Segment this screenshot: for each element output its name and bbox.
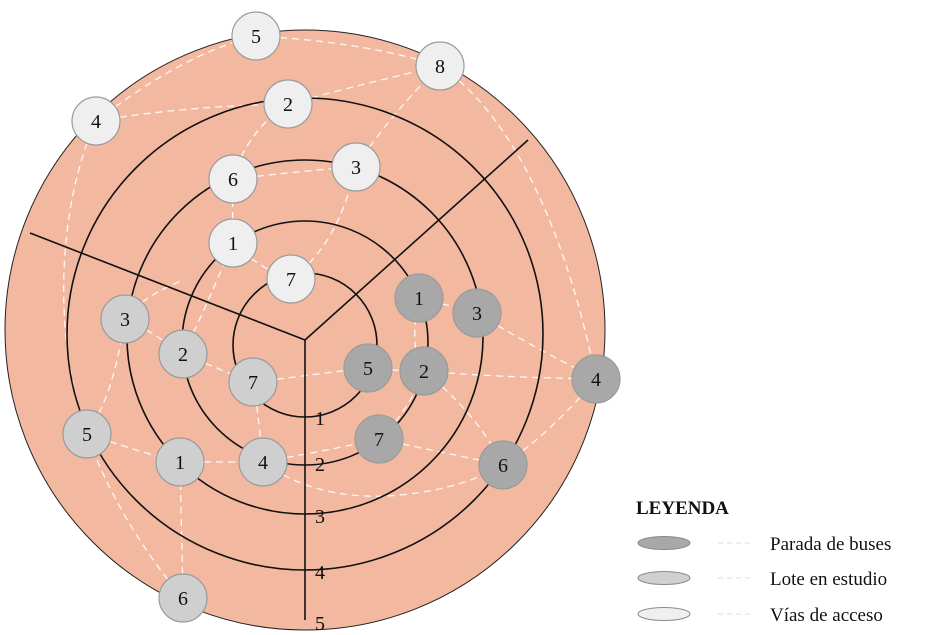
node-circle [331, 142, 381, 192]
node-label: 6 [178, 588, 188, 610]
legend-title: LEYENDA [636, 498, 729, 519]
node-circle [208, 154, 258, 204]
node-circle [158, 573, 208, 623]
node-label: 6 [228, 169, 238, 191]
legend-label: Lote en estudio [770, 569, 887, 590]
node-label: 7 [286, 269, 296, 291]
node-circle [452, 288, 502, 338]
node-label: 1 [414, 288, 424, 310]
access-path [439, 65, 597, 380]
legend-item-vias: Vías de acceso [637, 605, 883, 626]
node-label: 3 [120, 309, 130, 331]
node-circle [228, 357, 278, 407]
node-label: 7 [374, 429, 384, 451]
node-circle [415, 41, 465, 91]
node-parada: 7 [354, 414, 404, 464]
node-label: 2 [283, 94, 293, 116]
ring-label: 3 [315, 506, 325, 528]
node-label: 3 [351, 157, 361, 179]
node-circle [354, 414, 404, 464]
node-circle [155, 437, 205, 487]
node-label: 2 [178, 344, 188, 366]
node-lote: 4 [238, 437, 288, 487]
access-path [255, 35, 441, 67]
node-lote: 3 [100, 294, 150, 344]
node-label: 6 [498, 455, 508, 477]
node-lote: 2 [158, 329, 208, 379]
node-label: 1 [175, 452, 185, 474]
legend-swatch [637, 536, 691, 550]
node-circle [571, 354, 621, 404]
node-vias: 1 [208, 218, 258, 268]
node-parada: 3 [452, 288, 502, 338]
node-lote: 1 [155, 437, 205, 487]
node-circle [263, 79, 313, 129]
node-label: 3 [472, 303, 482, 325]
node-label: 5 [82, 424, 92, 446]
node-label: 7 [248, 372, 258, 394]
access-path [423, 370, 597, 380]
node-vias: 3 [331, 142, 381, 192]
node-circle [343, 343, 393, 393]
node-circle [394, 273, 444, 323]
node-circle [478, 440, 528, 490]
legend-item-lote: Lote en estudio [637, 569, 887, 590]
legend-swatch [637, 571, 691, 585]
node-vias: 6 [208, 154, 258, 204]
node-parada: 1 [394, 273, 444, 323]
ring-label: 1 [315, 408, 325, 430]
node-circle [266, 254, 316, 304]
access-path [182, 353, 254, 383]
node-circle [238, 437, 288, 487]
node-vias: 5 [231, 11, 281, 61]
ring-label: 2 [315, 454, 325, 476]
access-path [63, 120, 97, 435]
ring-labels: 1 2 3 4 5 [315, 408, 325, 635]
node-label: 5 [251, 26, 261, 48]
node-circle [231, 11, 281, 61]
sector-line [304, 139, 529, 341]
node-circle [208, 218, 258, 268]
sector-line [29, 232, 306, 341]
node-label: 8 [435, 56, 445, 78]
legend-label: Parada de buses [770, 534, 891, 555]
node-lote: 7 [228, 357, 278, 407]
ring-label: 4 [315, 562, 325, 584]
node-label: 1 [228, 233, 238, 255]
node-vias: 8 [415, 41, 465, 91]
node-label: 5 [363, 358, 373, 380]
node-label: 2 [419, 361, 429, 383]
node-vias: 2 [263, 79, 313, 129]
node-lote: 5 [62, 409, 112, 459]
legend-item-parada: Parada de buses [637, 534, 891, 555]
sector-lines [29, 139, 529, 620]
node-circle [71, 96, 121, 146]
legend-swatch [637, 607, 691, 621]
node-circle [62, 409, 112, 459]
node-parada: 2 [399, 346, 449, 396]
node-label: 4 [591, 369, 601, 391]
node-circle [100, 294, 150, 344]
node-label: 4 [91, 111, 101, 133]
legend-label: Vías de acceso [770, 605, 883, 626]
node-circle [399, 346, 449, 396]
node-vias: 4 [71, 96, 121, 146]
node-parada: 5 [343, 343, 393, 393]
node-label: 4 [258, 452, 268, 474]
node-parada: 4 [571, 354, 621, 404]
ring-label: 5 [315, 613, 325, 635]
node-parada: 6 [478, 440, 528, 490]
node-vias: 7 [266, 254, 316, 304]
outer-disc [4, 29, 606, 631]
node-lote: 6 [158, 573, 208, 623]
node-circle [158, 329, 208, 379]
